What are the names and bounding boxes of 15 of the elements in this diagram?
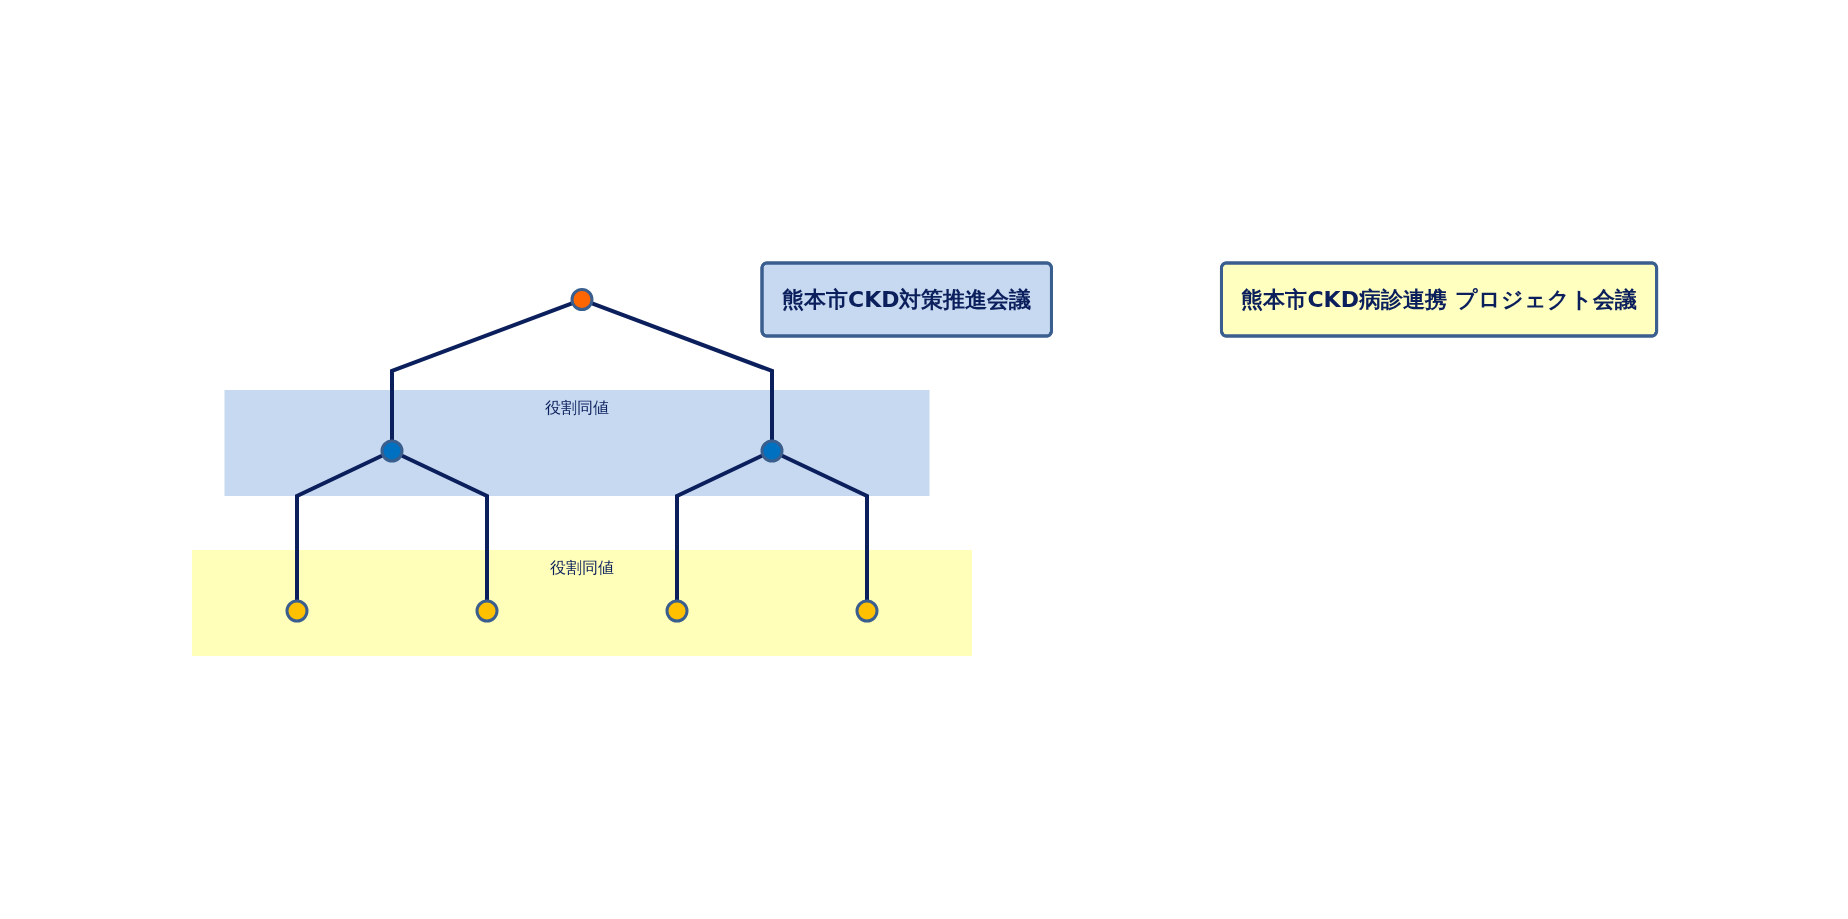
connector	[674, 453, 764, 601]
cluster: 役割同値	[224, 390, 930, 496]
node-circle	[285, 599, 309, 623]
node-circle	[475, 599, 499, 623]
node-circle	[855, 599, 879, 623]
node-circle	[665, 599, 689, 623]
node-circle	[380, 439, 404, 463]
connector	[590, 301, 774, 441]
connector	[399, 453, 489, 601]
connector	[779, 453, 869, 601]
connector	[294, 453, 384, 601]
node-circle	[570, 288, 594, 311]
node-circle	[760, 439, 784, 463]
cluster: 役割同値	[191, 550, 972, 656]
connector	[389, 301, 574, 441]
